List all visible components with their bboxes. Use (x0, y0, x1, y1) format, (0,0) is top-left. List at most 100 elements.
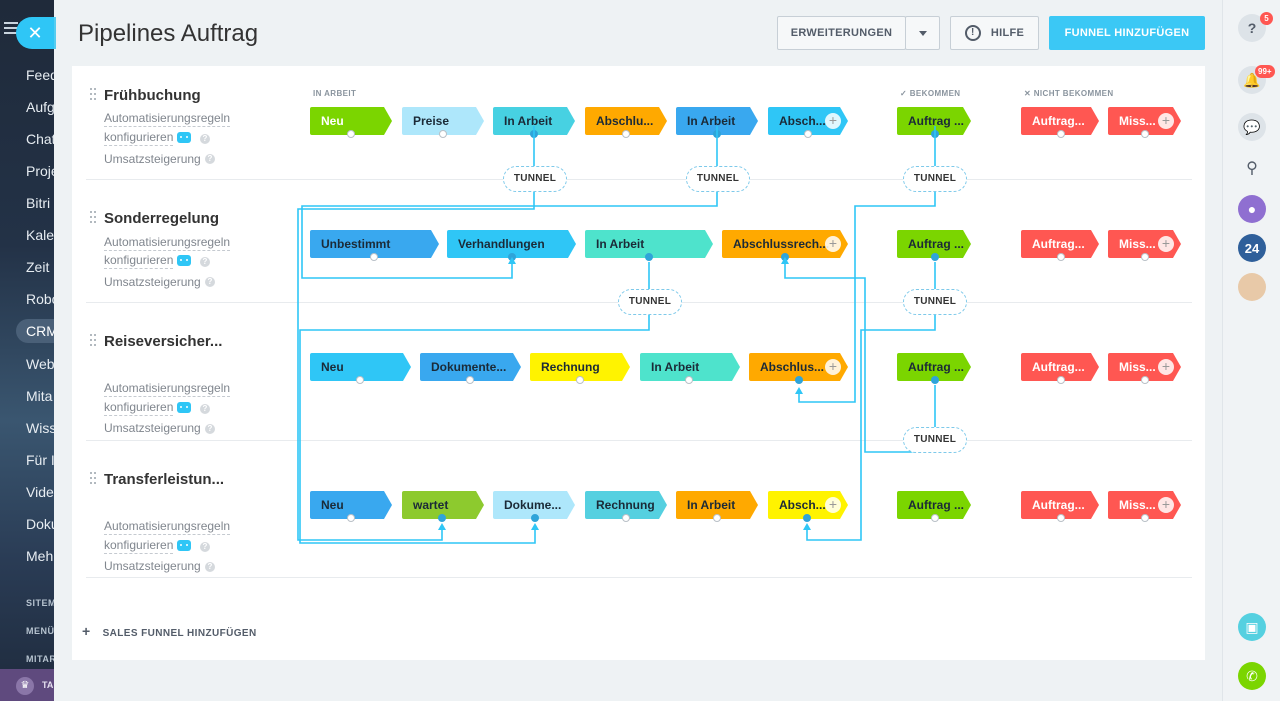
stage-lost[interactable]: Auftrag... (1021, 353, 1099, 381)
sidebar-item-time[interactable]: Zeit (26, 259, 50, 275)
upsell-link[interactable]: Umsatzsteigerung (104, 559, 201, 573)
tunnel-badge[interactable]: TUNNEL (903, 289, 967, 315)
stage-connector-active[interactable] (508, 253, 516, 261)
stage[interactable]: In Arbeit (676, 491, 758, 519)
drag-handle-icon[interactable] (90, 472, 96, 484)
tunnel-badge[interactable]: TUNNEL (503, 166, 567, 192)
stage-connector[interactable] (347, 514, 355, 522)
stage-lost[interactable]: Miss...+ (1108, 107, 1181, 135)
upsell-link[interactable]: Umsatzsteigerung (104, 152, 201, 166)
pipeline-name[interactable]: Reiseversicher... (104, 333, 223, 350)
sidebar-item-video[interactable]: Vide (26, 484, 54, 500)
stage-lost[interactable]: Auftrag... (1021, 107, 1099, 135)
drag-handle-icon[interactable] (90, 334, 96, 346)
sidebar-item-employees[interactable]: Mita (26, 388, 53, 404)
automation-link-configure[interactable]: konfigurieren (104, 130, 174, 146)
automation-link[interactable]: Automatisierungsregeln (104, 111, 231, 127)
stage-connector[interactable] (1057, 514, 1065, 522)
add-stage-icon[interactable]: + (825, 359, 841, 375)
stage-lost[interactable]: Miss...+ (1108, 353, 1181, 381)
brand-24-icon[interactable]: 24 (1238, 234, 1266, 262)
search-icon[interactable]: ⚲ (1246, 160, 1258, 177)
stage-connector-active[interactable] (531, 514, 539, 522)
help-icon[interactable]: ? (200, 404, 210, 414)
add-sales-funnel-button[interactable]: +SALES FUNNEL HINZUFÜGEN (82, 623, 257, 639)
stage-connector[interactable] (804, 130, 812, 138)
tunnel-badge[interactable]: TUNNEL (903, 166, 967, 192)
stage-connector[interactable] (685, 376, 693, 384)
phone-icon[interactable]: ✆ (1238, 662, 1266, 690)
add-stage-icon[interactable]: + (825, 236, 841, 252)
stage-connector-active[interactable] (803, 514, 811, 522)
stage-connector[interactable] (466, 376, 474, 384)
stage-connector[interactable] (1141, 130, 1149, 138)
sidebar-item-crm[interactable]: CRM (16, 319, 54, 343)
tunnel-badge[interactable]: TUNNEL (618, 289, 682, 315)
help-button[interactable]: ! HILFE (950, 16, 1039, 50)
stage-connector-active[interactable] (438, 514, 446, 522)
stage-connector[interactable] (622, 130, 630, 138)
automation-link-configure[interactable]: konfigurieren (104, 253, 174, 269)
pipeline-name[interactable]: Sonderregelung (104, 210, 220, 227)
stage-connector-active[interactable] (713, 130, 721, 138)
help-icon[interactable]: ? (200, 257, 210, 267)
stage-connector[interactable] (1141, 253, 1149, 261)
automation-link-configure[interactable]: konfigurieren (104, 400, 174, 416)
robot-icon[interactable] (177, 402, 191, 413)
stage-connector[interactable] (931, 514, 939, 522)
stage-connector[interactable] (1141, 376, 1149, 384)
robot-icon[interactable] (177, 132, 191, 143)
sidebar-item-robots[interactable]: Robo (26, 291, 54, 307)
stage-connector-active[interactable] (795, 376, 803, 384)
pipeline-name[interactable]: Transferleistun... (104, 471, 225, 488)
sidebar-item-calendar[interactable]: Kale (26, 227, 54, 243)
help-icon[interactable]: ? (205, 154, 215, 164)
close-button[interactable]: ✕ (16, 17, 54, 49)
help-icon[interactable]: ? (205, 424, 215, 434)
stage-connector[interactable] (347, 130, 355, 138)
help-icon[interactable]: ? (200, 134, 210, 144)
automation-link[interactable]: Automatisierungsregeln (104, 381, 231, 397)
stage-connector-active[interactable] (530, 130, 538, 138)
add-stage-icon[interactable]: + (1158, 359, 1174, 375)
stage-connector[interactable] (713, 514, 721, 522)
robot-icon[interactable] (177, 540, 191, 551)
stage-connector-active[interactable] (931, 253, 939, 261)
stage-connector[interactable] (1057, 253, 1065, 261)
sidebar-item-more[interactable]: Meh (26, 548, 54, 564)
robot-icon[interactable] (177, 255, 191, 266)
help-icon[interactable]: ? (205, 277, 215, 287)
drag-handle-icon[interactable] (90, 88, 96, 100)
add-stage-icon[interactable]: + (1158, 113, 1174, 129)
sidebar-item-tasks[interactable]: Aufg (26, 99, 54, 115)
sidebar-menu[interactable]: MENÜ (26, 626, 54, 636)
help-icon[interactable]: ? (200, 542, 210, 552)
stage-connector-active[interactable] (931, 376, 939, 384)
sidebar-item-knowledge[interactable]: Wiss (26, 420, 54, 436)
tunnel-badge[interactable]: TUNNEL (903, 427, 967, 453)
add-stage-icon[interactable]: + (1158, 236, 1174, 252)
sidebar-employees-small[interactable]: MITAR (26, 654, 54, 664)
sidebar-item-projects[interactable]: Proje (26, 163, 54, 179)
add-stage-icon[interactable]: + (825, 113, 841, 129)
add-stage-icon[interactable]: + (1158, 497, 1174, 513)
sidebar-item-bitrix[interactable]: Bitri (26, 195, 51, 211)
sidebar-sitemap[interactable]: SITEMA (26, 598, 54, 608)
extensions-dropdown-button[interactable] (905, 16, 940, 50)
avatar[interactable] (1238, 273, 1266, 301)
chat-icon[interactable]: 💬 (1238, 113, 1266, 141)
tunnel-badge[interactable]: TUNNEL (686, 166, 750, 192)
stage-connector-active[interactable] (931, 130, 939, 138)
menu-icon[interactable] (4, 22, 18, 36)
document-icon[interactable]: ▣ (1238, 613, 1266, 641)
stage-connector[interactable] (1057, 130, 1065, 138)
stage-connector[interactable] (1141, 514, 1149, 522)
automation-link[interactable]: Automatisierungsregeln (104, 519, 231, 535)
sidebar-item-feed[interactable]: Feed (26, 67, 54, 83)
stage-connector-active[interactable] (645, 253, 653, 261)
automation-link[interactable]: Automatisierungsregeln (104, 235, 231, 251)
stage-connector-active[interactable] (781, 253, 789, 261)
stage-connector[interactable] (576, 376, 584, 384)
sidebar-item-documents[interactable]: Doku (26, 516, 54, 532)
automation-link-configure[interactable]: konfigurieren (104, 538, 174, 554)
